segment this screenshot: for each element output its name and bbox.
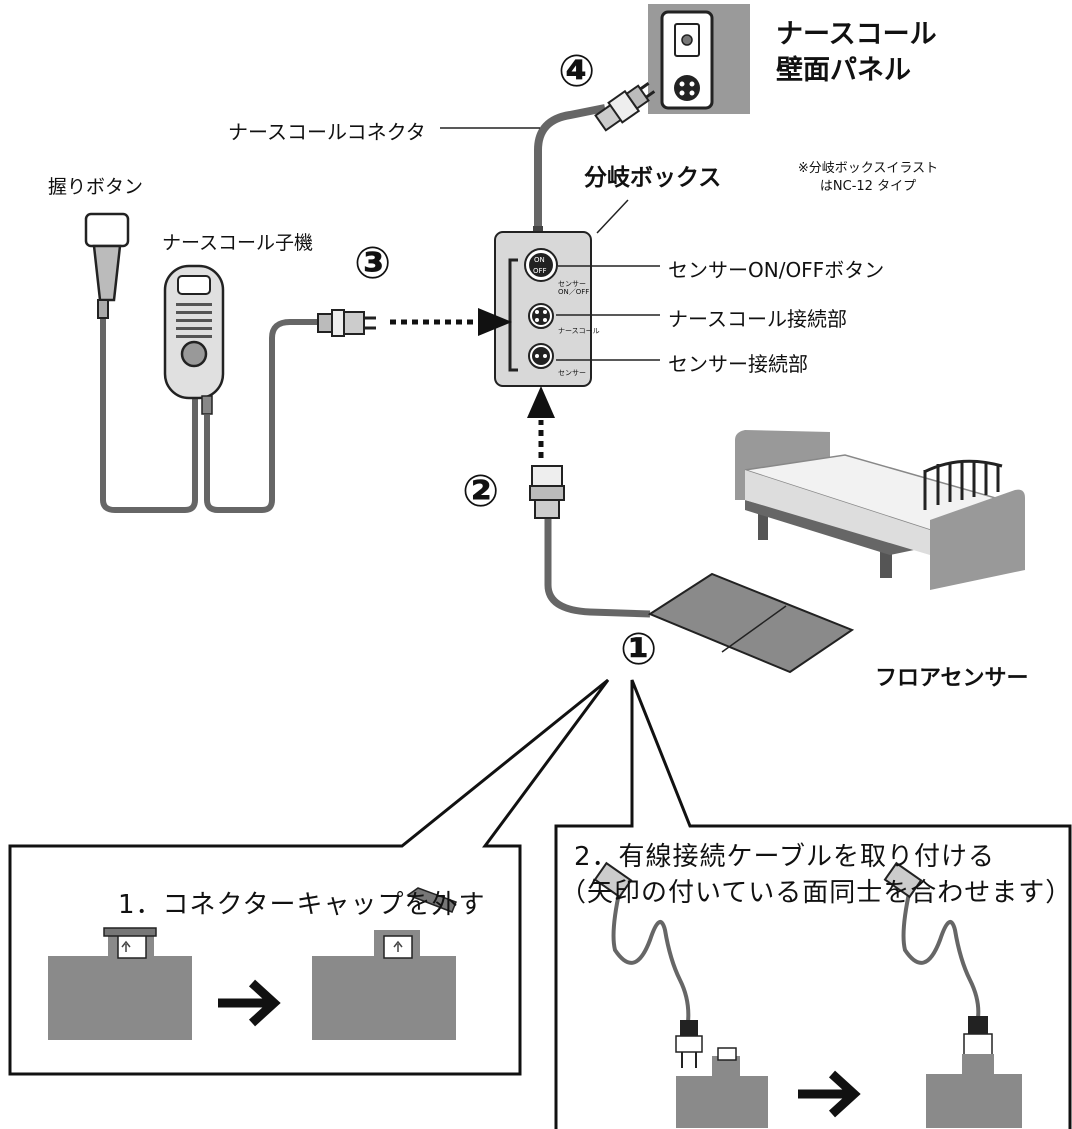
bed-icon <box>735 430 1025 590</box>
floor-sensor-mat <box>647 572 855 674</box>
nurse-call-connector-icon <box>594 82 656 132</box>
wall-panel-icon <box>648 4 750 114</box>
box-off-text: OFF <box>533 267 547 275</box>
sensor-onoff-button-label: センサーON/OFFボタン <box>668 258 885 282</box>
branch-box-note: ※分岐ボックスイラスト はNC-12 タイプ <box>788 160 948 196</box>
grip-button-cable <box>100 318 198 513</box>
floor-sensor-cable <box>544 518 651 618</box>
nurse-call-port-label: ナースコール接続部 <box>668 307 847 331</box>
step1-after-illustration <box>312 887 457 1040</box>
wall-panel-title-line1: ナースコール <box>776 19 937 50</box>
step2-instruction-line2: （矢印の付いている面同士を合わせます） <box>560 878 1072 908</box>
step2-arrow <box>798 1070 861 1118</box>
branch-box-leader <box>596 199 629 234</box>
grip-button-label: 握りボタン <box>48 176 144 198</box>
branch-box-label: 分岐ボックス <box>584 165 722 191</box>
handset-connector-icon <box>317 309 376 337</box>
box-sensor-onoff-line2: ON／OFF <box>558 288 590 296</box>
marker-two: ② <box>462 466 500 517</box>
marker-three: ③ <box>354 238 392 289</box>
step2-instruction-line1: 2．有線接続ケーブルを取り付ける <box>574 842 995 872</box>
sensor-port-label: センサー接続部 <box>668 352 808 376</box>
grip-button-icon <box>84 212 130 319</box>
branch-box-note-line2: はNC-12 タイプ <box>819 179 917 194</box>
box-sensor-onoff-line1: センサー <box>558 280 586 288</box>
step2-after-illustration <box>883 861 1022 1128</box>
marker-four: ④ <box>558 46 596 97</box>
handset-icon <box>163 264 225 415</box>
box-sensor-text: センサー <box>558 369 586 377</box>
floor-sensor-label: フロアセンサー <box>875 666 1029 691</box>
step1-instruction: 1．コネクターキャップを外す <box>118 890 486 920</box>
branch-box-note-line1: ※分岐ボックスイラスト <box>797 161 939 176</box>
marker-one: ① <box>620 624 658 675</box>
arrow-two-head <box>527 386 555 418</box>
box-sensor-onoff-text: センサー ON／OFF <box>558 280 589 296</box>
step1-arrow <box>218 979 281 1027</box>
handset-label: ナースコール子機 <box>162 232 314 254</box>
box-nurse-call-text: ナースコール <box>558 327 600 335</box>
branch-box-icon <box>494 226 592 387</box>
callout-step2 <box>554 679 1072 1129</box>
nurse-call-connector-label: ナースコールコネクタ <box>228 120 426 144</box>
step2-before-illustration <box>593 861 768 1128</box>
nurse-call-cable <box>534 104 606 232</box>
arrow-three-head <box>478 308 512 336</box>
step1-before-illustration <box>48 927 192 1040</box>
box-on-text: ON <box>534 256 545 264</box>
wall-panel-title-line2: 壁面パネル <box>776 55 911 86</box>
sensor-connector-icon <box>529 465 565 519</box>
handset-cable <box>204 319 320 513</box>
